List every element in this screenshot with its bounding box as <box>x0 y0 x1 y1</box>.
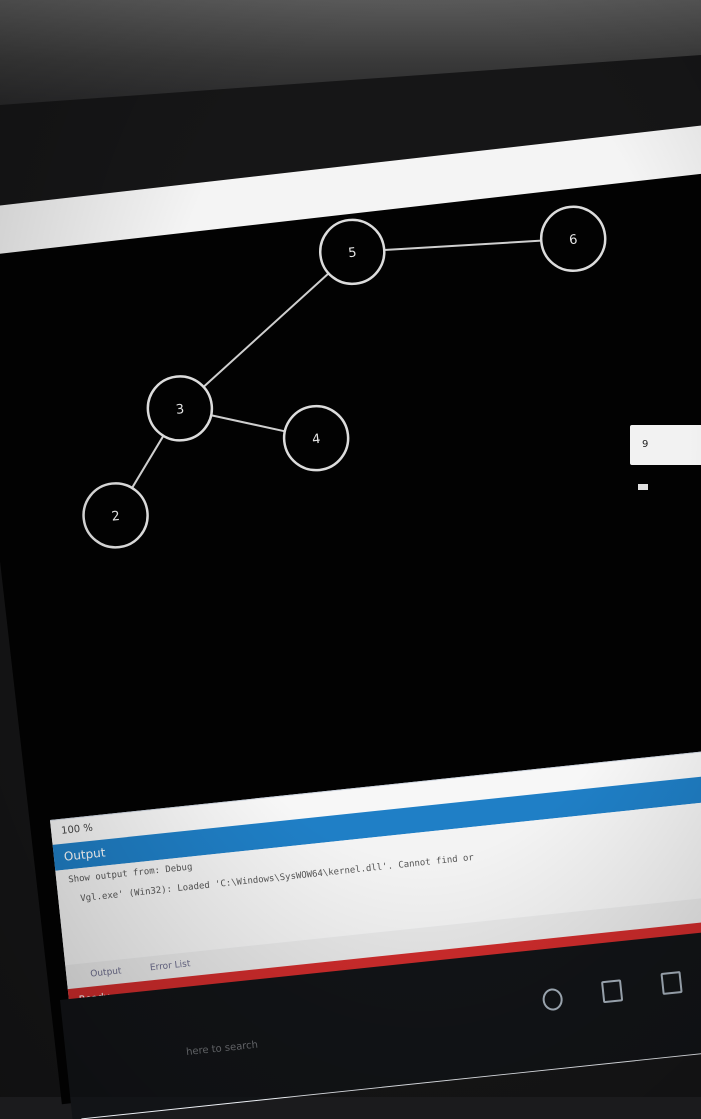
graph-node-circle <box>82 482 149 549</box>
graph-node-circle <box>282 404 350 472</box>
tab-output[interactable]: Output <box>89 966 123 980</box>
graph-node-4: 4 <box>282 404 350 472</box>
graph-node-label: 2 <box>111 509 121 525</box>
graph-node-circle <box>146 375 214 442</box>
graph-node-label: 5 <box>347 245 357 261</box>
show-output-label: Show output from: <box>67 865 161 886</box>
graph-node-circle <box>319 218 386 286</box>
graph-edge-n5-n6 <box>384 239 542 251</box>
side-marker <box>638 484 648 490</box>
graph-node-5: 5 <box>319 218 386 286</box>
graph-node-circle <box>539 205 607 273</box>
graph-window: 5 6 3 4 2 <box>0 119 701 1105</box>
tab-error-list[interactable]: Error List <box>149 959 191 974</box>
graph-node-2: 2 <box>82 482 149 549</box>
graph-node-label: 4 <box>311 432 321 448</box>
output-title: Output <box>63 845 107 864</box>
graph-edge-n3-n2 <box>131 435 165 489</box>
cortana-icon[interactable] <box>541 987 564 1012</box>
graph-node-3: 3 <box>146 375 214 442</box>
graph-canvas: 5 6 3 4 2 <box>82 205 607 549</box>
show-output-select[interactable]: Debug <box>164 862 193 876</box>
graph-node-label: 6 <box>568 232 578 248</box>
task-view-icon[interactable] <box>601 979 624 1004</box>
side-popup[interactable]: 9 <box>630 425 701 465</box>
graph-edge-n3-n4 <box>210 414 286 433</box>
graph-edge-n5-n3 <box>202 272 330 388</box>
graph-node-label: 3 <box>175 402 185 418</box>
side-popup-text: 9 <box>642 439 649 450</box>
store-icon[interactable] <box>660 970 683 995</box>
graph-node-6: 6 <box>539 205 607 273</box>
taskbar-search-hint[interactable]: here to search <box>185 1039 259 1059</box>
zoom-level[interactable]: 100 % <box>60 822 94 837</box>
